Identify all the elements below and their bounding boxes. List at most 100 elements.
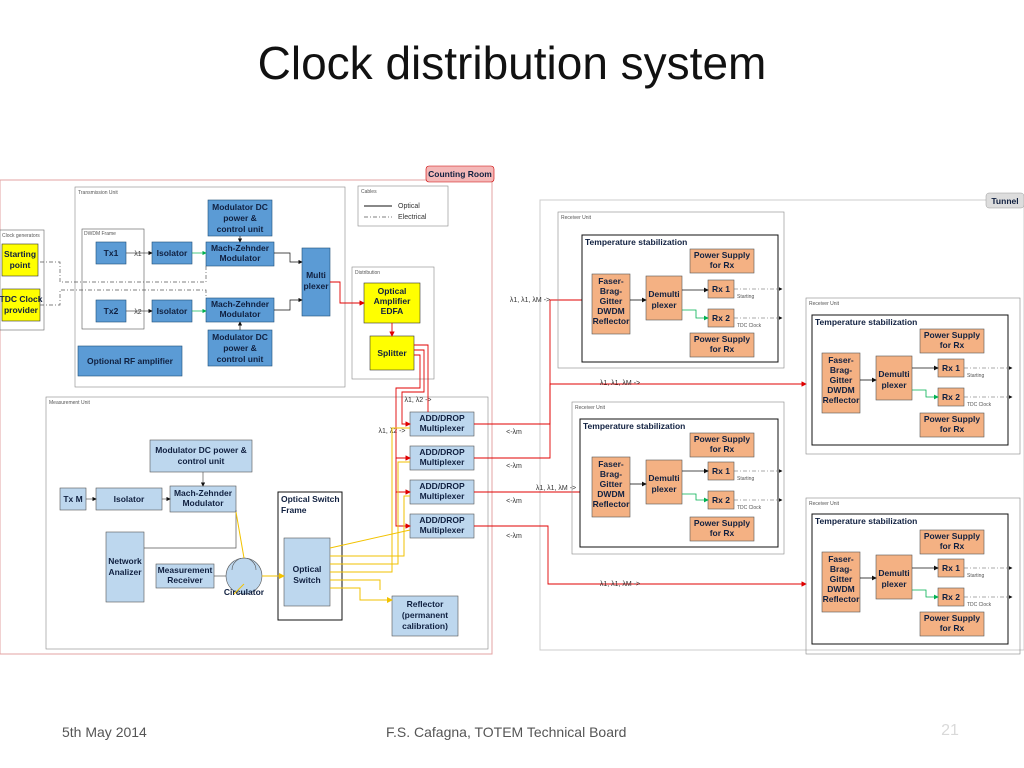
svg-text:Starting: Starting	[967, 573, 984, 579]
optical-amplifier-box	[363, 282, 421, 324]
svg-text:Temperature stabilization: Temperature stabilization	[583, 421, 685, 431]
transmission-connections	[40, 236, 303, 330]
receiver-unit-2: Receiver Unit Temperature stabilization …	[805, 297, 1021, 455]
tx1-label: Tx1	[104, 248, 119, 258]
tx2-label: Tx2	[104, 306, 119, 316]
counting-room-label: Counting Room	[428, 169, 492, 179]
lambda1-label: λ1	[134, 251, 142, 258]
cables-legend-label: Cables	[361, 189, 377, 195]
svg-text:Starting: Starting	[737, 294, 754, 300]
mach-zehnder-meas-box	[169, 485, 237, 513]
optical-legend-label: Optical	[398, 203, 420, 210]
svg-text:TDC Clock: TDC Clock	[737, 323, 762, 329]
mach-zehnder-bottom-box	[205, 297, 275, 323]
modulator-dc-top-box	[207, 199, 273, 237]
distribution-frame	[351, 266, 435, 380]
network-analyzer-box	[105, 531, 145, 603]
measurement-unit-label: Measurement Unit	[49, 400, 90, 406]
svg-text:TDC Clock: TDC Clock	[737, 505, 762, 511]
add-drop-red-lines	[395, 382, 429, 529]
lambda-m-tunnel-4: λ1, λ1, λM ->	[600, 581, 640, 588]
svg-text:Starting: Starting	[737, 476, 754, 482]
transmission-unit-label: Transmission Unit	[78, 190, 118, 196]
isolator-bottom-label: Isolator	[157, 306, 188, 316]
distribution-red-lines	[330, 281, 429, 382]
measurement-connections	[86, 472, 237, 577]
svg-text:Receiver Unit: Receiver Unit	[809, 301, 840, 307]
splitter-label: Splitter	[377, 348, 407, 358]
tunnel-tag	[985, 192, 1024, 209]
svg-text:TDC Clock: TDC Clock	[967, 402, 992, 408]
page-number: 21	[941, 722, 959, 739]
lambda-m-1: <-λm	[506, 429, 522, 436]
svg-text:TDC Clock: TDC Clock	[967, 602, 992, 608]
svg-text:Rx 2: Rx 2	[942, 392, 960, 402]
transmission-unit-frame	[74, 186, 346, 388]
svg-text:Receiver Unit: Receiver Unit	[561, 215, 592, 221]
svg-text:Rx 1: Rx 1	[712, 466, 730, 476]
measurement-gold-lines	[233, 427, 411, 603]
receiver-unit-4: Receiver Unit Temperature stabilization …	[805, 497, 1021, 655]
tunnel-frame	[539, 199, 1024, 651]
lambda12-top-label: λ1, λ2 ->	[404, 397, 431, 404]
optional-rf-amplifier-label: Optional RF amplifier	[87, 356, 174, 366]
isolator-meas-label: Isolator	[114, 494, 145, 504]
mach-zehnder-top-box	[205, 241, 275, 267]
optional-rf-amplifier-box	[77, 345, 183, 377]
lambda-m-4: <-λm	[506, 533, 522, 540]
circulator-label: Circulator	[224, 587, 265, 597]
svg-text:Starting: Starting	[967, 373, 984, 379]
electrical-legend-label: Electrical	[398, 214, 427, 221]
receiver-unit-3: Receiver Unit Temperature stabilization …	[571, 401, 785, 555]
svg-text:Receiver Unit: Receiver Unit	[809, 501, 840, 507]
svg-text:Receiver Unit: Receiver Unit	[575, 405, 606, 411]
tunnel-red-lines	[474, 297, 807, 587]
lambda-m-3: <-λm	[506, 498, 522, 505]
clock-generators-label: Clock generators	[2, 233, 40, 239]
measurement-unit-frame	[45, 396, 489, 650]
optical-switch-box	[283, 537, 331, 607]
counting-room-frame	[0, 179, 493, 655]
isolator-top-label: Isolator	[157, 248, 188, 258]
svg-text:Rx 2: Rx 2	[712, 495, 730, 505]
svg-text:Rx 1: Rx 1	[942, 363, 960, 373]
svg-text:Temperature stabilization: Temperature stabilization	[815, 317, 917, 327]
lambda-m-2: <-λm	[506, 463, 522, 470]
reflector-box	[391, 595, 459, 637]
starting-point-box	[1, 243, 39, 277]
receiver-unit-1: Receiver Unit Temperature stabilization …	[557, 211, 785, 369]
dwdm-frame	[81, 228, 145, 330]
multiplexer-box	[301, 247, 331, 317]
tunnel-label: Tunnel	[991, 196, 1018, 206]
svg-text:Temperature stabilization: Temperature stabilization	[585, 237, 687, 247]
modulator-dc-meas-label: Modulator DC power &control unit	[155, 445, 247, 466]
modulator-dc-meas-box	[149, 439, 253, 473]
lambda-m-tunnel-3: λ1, λ1, λM ->	[536, 485, 576, 492]
lambda2-label: λ2	[134, 309, 142, 316]
